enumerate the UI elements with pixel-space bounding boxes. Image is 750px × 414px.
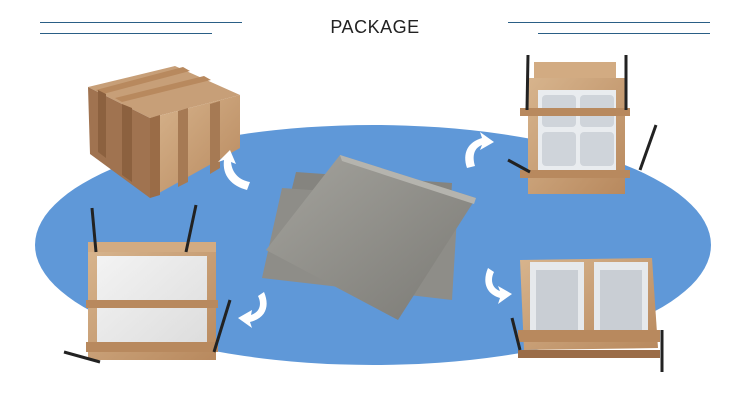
header-rule-left-bottom [40,33,212,34]
page-title: PACKAGE [330,17,420,37]
curved-arrow-icon [218,150,250,190]
crate-ceramic-foam-image [63,204,232,364]
header-rule-left-top [40,22,242,23]
metal-plates-image [262,155,476,320]
curved-arrow-icon [485,268,512,304]
closed-crate-image [88,66,240,198]
curved-arrow-icon [238,292,267,328]
header-rule-right-top [508,22,710,23]
curved-arrow-icon [465,132,494,168]
header-rule-right-bottom [538,33,710,34]
crate-foam-tiles-image [510,258,664,372]
open-crate-foam-image [507,54,658,194]
